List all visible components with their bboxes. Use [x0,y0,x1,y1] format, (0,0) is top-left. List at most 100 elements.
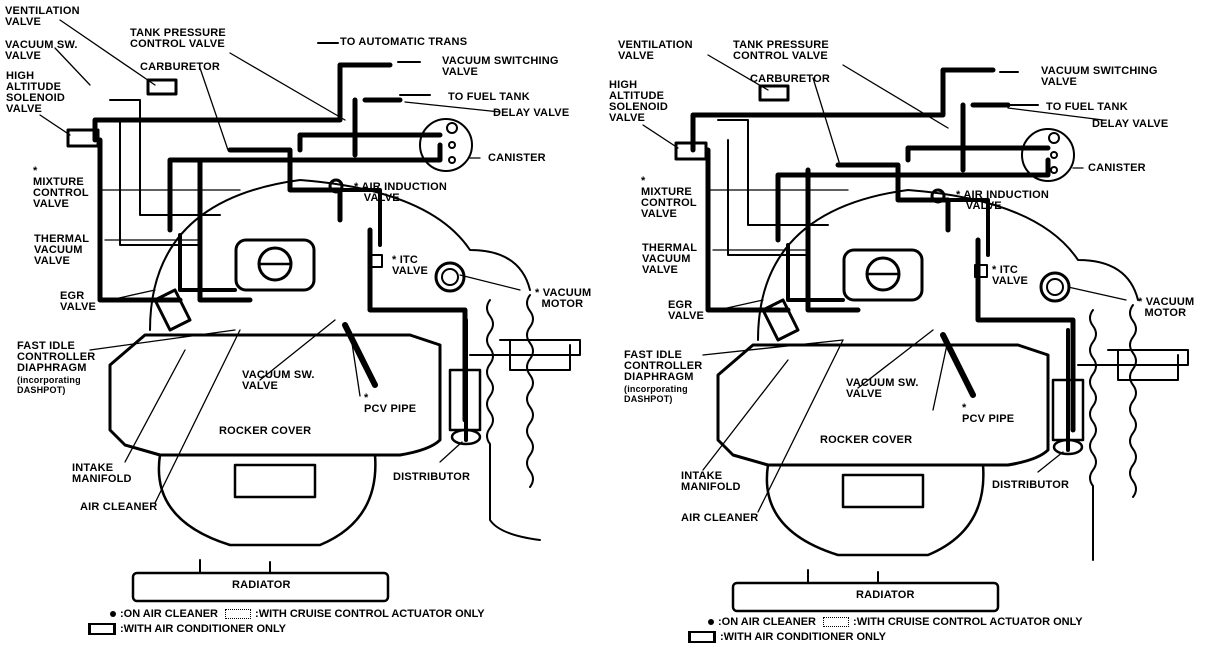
label-intake-manifold: INTAKE MANIFOLD [72,462,132,485]
label-vacuum-switching-valve: VACUUM SWITCHING VALVE [1041,65,1158,88]
vacuum-hose [97,137,183,303]
vacuum-hose [92,62,393,143]
vacuum-hose [835,162,951,233]
label-intake-manifold: INTAKE MANIFOLD [681,470,741,493]
label-radiator: RADIATOR [856,589,915,601]
air-induction-valve-shape [328,178,344,194]
label-air-cleaner: AIR CLEANER [681,512,759,524]
label-carburetor: CARBURETOR [750,73,831,85]
carburetor-body [842,248,924,302]
ventilation-valve-shape [758,84,790,102]
vacuum-hose [328,188,382,247]
air-cleaner-intake [233,463,317,499]
asterisk-icon [708,619,714,626]
vacuum-hose [227,147,343,223]
label-fast-idle-note: (incorporating DASHPOT) [17,375,81,395]
bracket-outline-icon [688,631,716,644]
legend-air-conditioner: :WITH AIR CONDITIONER ONLY [688,631,886,644]
label-pcv-pipe: * PCV PIPE [962,402,1015,425]
label-radiator: RADIATOR [232,579,291,591]
ventilation-valve-shape [146,78,178,96]
vacuum-hose [805,167,861,313]
vacuum-hose [936,198,990,257]
label-canister: CANISTER [488,152,546,164]
label-thermal-vacuum-valve: THERMAL VACUUM VALVE [642,242,698,276]
vacuum-diagram-right: VENTILATION VALVE HIGH ALTITUDE SOLENOID… [608,0,1216,652]
label-delay-valve: DELAY VALVE [493,107,570,119]
radiator-shape [731,581,1000,613]
pcv-pipe-shape [342,322,378,388]
label-air-cleaner: AIR CLEANER [80,501,158,513]
label-air-induction-valve: * AIR INDUCTION VALVE [354,181,448,204]
air-cleaner-shape [765,463,985,557]
label-distributor: DISTRIBUTOR [393,471,471,483]
label-vacuum-sw-valve-lower: VACUUM SW. VALVE [846,377,919,400]
egr-valve-shape [761,298,800,342]
high-altitude-solenoid [66,128,100,148]
legend-cruise-control: :WITH CRUISE CONTROL ACTUATOR ONLY [853,616,1083,628]
label-vacuum-sw-valve: VACUUM SW. VALVE [5,39,78,62]
label-fast-idle-controller-diaphragm: FAST IDLE CONTROLLER DIAPHRAGM [17,340,96,374]
vacuum-motor-ring [1039,271,1071,303]
label-thermal-vacuum-valve: THERMAL VACUUM VALVE [34,233,90,267]
label-canister: CANISTER [1088,162,1146,174]
air-cleaner-intake [841,473,925,509]
dashed-outline-icon [225,609,252,620]
itc-valve-shape [369,254,383,268]
label-fast-idle-controller-diaphragm: FAST IDLE CONTROLLER DIAPHRAGM [624,349,703,383]
legend-on-air-cleaner: :ON AIR CLEANER :WITH CRUISE CONTROL ACT… [708,616,1083,628]
legend-cruise-control: :WITH CRUISE CONTROL ACTUATOR ONLY [255,608,485,620]
wavy-hose [1129,304,1137,498]
vacuum-hose [905,145,1051,163]
label-itc-valve: * ITC VALVE [392,254,429,277]
legend-air-conditioner: :WITH AIR CONDITIONER ONLY [88,623,286,636]
label-itc-valve: * ITC VALVE [992,264,1029,287]
vacuum-hose [975,237,1076,433]
label-vacuum-motor: * VACUUM MOTOR [535,287,592,310]
wavy-hose [1089,309,1097,561]
label-to-automatic-trans: TO AUTOMATIC TRANS [340,36,468,48]
label-carburetor: CARBURETOR [140,61,221,73]
label-delay-valve: DELAY VALVE [1092,118,1169,130]
itc-valve-shape [974,264,988,278]
vacuum-hose [197,157,253,303]
carburetor-body [234,238,316,292]
wavy-hose [486,299,541,541]
label-ventilation-valve: VENTILATION VALVE [618,39,693,62]
wavy-hose [526,294,534,488]
label-fast-idle-note: (incorporating DASHPOT) [624,384,688,404]
label-distributor: DISTRIBUTOR [992,479,1070,491]
engine-artwork-left [39,19,581,603]
radiator-shape [131,571,390,603]
vacuum-hose [705,147,791,313]
label-to-fuel-tank: TO FUEL TANK [448,91,530,103]
label-pcv-pipe: * PCV PIPE [364,392,417,415]
canister-shape [1021,128,1075,182]
vacuum-motor-ring [434,261,466,293]
label-vacuum-motor: * VACUUM MOTOR [1138,296,1195,319]
dashed-outline-icon [823,617,850,628]
high-altitude-solenoid [674,141,708,161]
vacuum-hose [352,97,403,158]
label-rocker-cover: ROCKER COVER [820,434,913,446]
label-to-fuel-tank: TO FUEL TANK [1046,101,1128,113]
air-induction-valve-shape [930,188,946,204]
vacuum-hose [167,142,443,233]
label-egr-valve: EGR VALVE [60,290,97,313]
asterisk-icon [110,611,116,618]
vacuum-hose [786,243,845,302]
air-cleaner-shape [157,453,377,547]
label-ventilation-valve: VENTILATION VALVE [5,5,80,28]
label-mixture-control-valve: * MIXTURE CONTROL VALVE [641,175,697,220]
label-vacuum-sw-valve-lower: VACUUM SW. VALVE [242,369,315,392]
vacuum-diagram-left: VENTILATION VALVE VACUUM SW. VALVE HIGH … [5,5,592,636]
vacuum-hose [690,67,996,153]
vacuum-hose [297,132,443,153]
label-high-altitude-solenoid-valve: HIGH ALTITUDE SOLENOID VALVE [609,79,669,124]
engine-artwork-right [642,54,1189,613]
pcv-pipe-shape [940,332,976,398]
label-mixture-control-valve: * MIXTURE CONTROL VALVE [33,165,89,210]
label-rocker-cover: ROCKER COVER [219,425,312,437]
vacuum-hose [775,157,1051,243]
egr-valve-shape [153,288,192,332]
